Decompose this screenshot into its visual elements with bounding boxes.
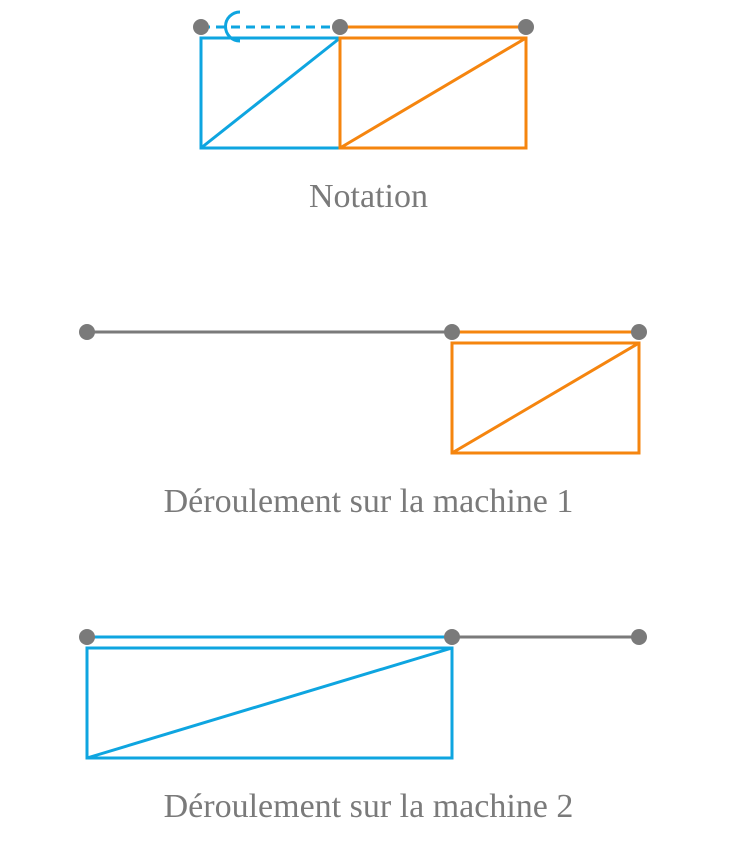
machine1-figure <box>79 324 647 455</box>
notation-node-1 <box>193 19 209 35</box>
machine2-blue-task-diagonal <box>86 646 453 760</box>
notation-blue-hook <box>224 10 241 43</box>
notation-orange-task-diagonal <box>339 36 527 150</box>
notation-node-3 <box>518 19 534 35</box>
machine2-blue-task-box <box>85 646 454 760</box>
notation-blue-task-diagonal <box>200 36 341 150</box>
machine2-node-2 <box>444 629 460 645</box>
machine1-node-2 <box>444 324 460 340</box>
machine2-node-3 <box>631 629 647 645</box>
machine1-orange-task-box <box>450 341 641 455</box>
notation-orange-task-box <box>338 36 528 150</box>
notation-caption: Notation <box>309 178 428 215</box>
machine2-node-1 <box>79 629 95 645</box>
machine1-node-3 <box>631 324 647 340</box>
machine1-caption: Déroulement sur la machine 1 <box>163 483 574 520</box>
machine2-figure <box>79 629 647 760</box>
machine1-orange-task-diagonal <box>451 341 640 455</box>
notation-figure <box>193 10 534 150</box>
machine1-node-1 <box>79 324 95 340</box>
notation-node-2 <box>332 19 348 35</box>
machine2-caption: Déroulement sur la machine 2 <box>163 788 574 825</box>
